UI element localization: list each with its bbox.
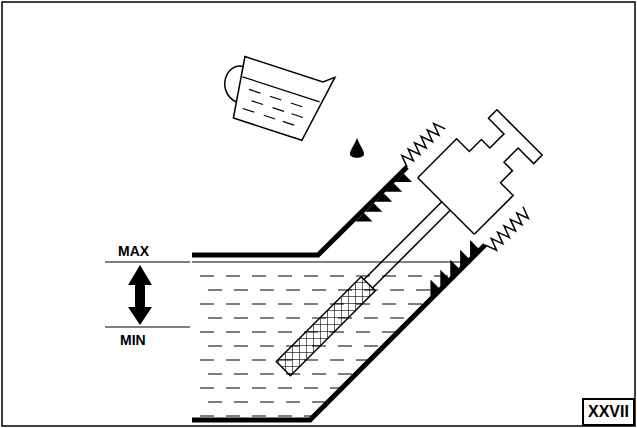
- level-line: [105, 326, 190, 327]
- level-arrow: [128, 265, 152, 325]
- tank-wall: [192, 245, 485, 420]
- level-label: MIN: [120, 333, 146, 347]
- tank-wall: [192, 167, 407, 255]
- measuring-jug: [215, 45, 335, 144]
- figure-number-box: XXVII: [582, 398, 635, 426]
- fluid-surface: [192, 261, 468, 262]
- level-line: [105, 261, 190, 262]
- drop: [350, 138, 364, 158]
- figure-number: XXVII: [588, 404, 629, 420]
- level-label: MAX: [118, 244, 149, 258]
- fluid: [200, 276, 482, 416]
